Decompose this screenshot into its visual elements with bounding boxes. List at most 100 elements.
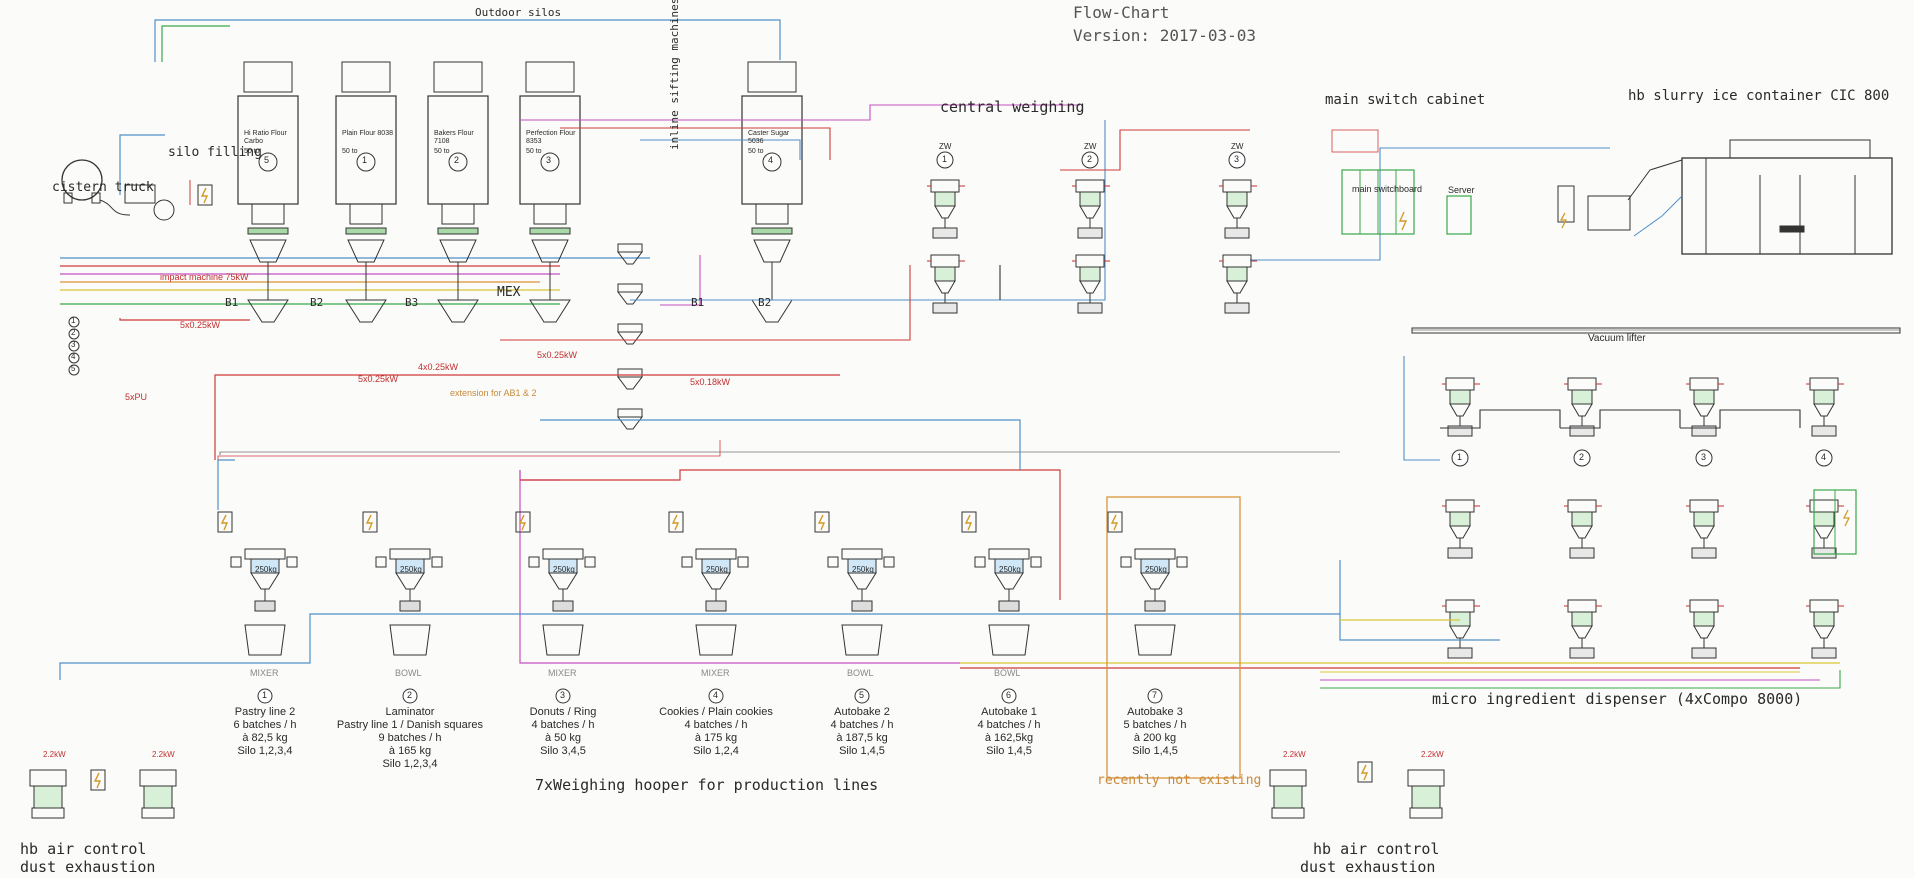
micro-dispenser-unit — [1441, 377, 1481, 659]
production-line-number: 5 — [859, 690, 865, 700]
production-line-number: 1 — [262, 690, 268, 700]
pipeline-number-marker — [68, 328, 80, 340]
pipeline-number: 1 — [71, 316, 76, 325]
micro-dispenser-unit — [1805, 377, 1845, 659]
inline-sifters — [617, 243, 643, 430]
weighing-hopper — [1107, 511, 1188, 704]
hopper-capacity: 250kg — [255, 565, 277, 574]
air-control-right — [1269, 761, 1445, 819]
extension-note: extension for AB1 & 2 — [450, 388, 537, 398]
weighing-hopper — [668, 511, 749, 704]
weighing-hopper — [217, 511, 298, 704]
weighing-hopper — [961, 511, 1042, 704]
central-weighing-label: central weighing — [940, 98, 1085, 116]
chart-title: Flow-Chart — [1073, 3, 1170, 22]
silo-name: Plain Flour 8038 — [342, 130, 393, 137]
pipeline-number: 3 — [71, 340, 76, 349]
cistern-truck — [61, 159, 213, 221]
production-line-number: 3 — [560, 690, 566, 700]
cabinet-right — [1813, 489, 1857, 555]
silo-name: Caster Sugar 5036 — [748, 130, 790, 145]
silo-outlet-b1: B1 — [225, 296, 239, 309]
silo-outlet-b3: B3 — [405, 296, 419, 309]
power-label: 2.2kW — [1283, 750, 1306, 759]
production-line-description: Pastry line 2 6 batches / h à 82,5 kg Si… — [233, 706, 297, 757]
silo — [427, 61, 489, 323]
silo-number: 3 — [546, 155, 552, 165]
hopper-capacity: 250kg — [1145, 565, 1167, 574]
silo — [335, 61, 397, 323]
silo-size: 50 to — [434, 148, 450, 155]
pipeline-number: 4 — [71, 352, 76, 361]
air-control-unit — [1407, 769, 1445, 819]
silo — [519, 61, 581, 323]
micro-dispenser-number: 4 — [1821, 452, 1827, 462]
air-control-unit — [139, 769, 177, 819]
production-line-number: 7 — [1152, 690, 1158, 700]
air-control-unit — [1269, 769, 1307, 819]
production-trunk-pipes — [59, 374, 1840, 680]
central-weighing-unit — [1218, 151, 1258, 314]
production-line-description: Autobake 1 4 batches / h à 162,5kg Silo … — [977, 706, 1041, 757]
main-switchboard-label: main switchboard — [1352, 184, 1423, 194]
weighing-hopper — [515, 511, 596, 704]
vacuum-lifter-bar — [1411, 327, 1901, 334]
air-control-right-title: hb air control — [1313, 840, 1440, 858]
chart-version: Version: 2017-03-03 — [1073, 26, 1257, 45]
silo-outlet-b2: B2 — [310, 296, 324, 309]
silo-number: 1 — [362, 155, 368, 165]
sifter — [617, 283, 643, 305]
weigher-label: ZW — [939, 142, 952, 151]
load-label: 5xPU — [125, 392, 148, 402]
cistern-truck-label: cistern truck — [52, 180, 154, 195]
silo-name: Hi Ratio Flour Carbo — [244, 130, 287, 145]
motor-label-1: 5x0.25kW — [180, 320, 221, 330]
silo-name: Bakers Flour 7108 — [434, 130, 474, 145]
motor-label-2: 5x0.25kW — [358, 374, 399, 384]
central-weighing-units — [926, 151, 1258, 314]
hopper-capacity: 250kg — [553, 565, 575, 574]
production-line-description: Cookies / Plain cookies 4 batches / h à … — [659, 706, 773, 757]
air-control-left-title: hb air control — [20, 840, 147, 858]
slurry-ice-container — [1557, 139, 1893, 255]
weigher-number: 1 — [942, 154, 948, 164]
power-label: 2.2kW — [1421, 750, 1444, 759]
air-control-left-subtitle: dust exhaustion — [20, 858, 156, 876]
production-line-description: Autobake 2 4 batches / h à 187,5 kg Silo… — [830, 706, 894, 757]
weigher-label: ZW — [1084, 142, 1097, 151]
silo-size: 50 to — [526, 148, 542, 155]
production-device: BOWL — [847, 668, 874, 678]
sifter — [617, 408, 643, 430]
recently-not-existing-label: recently not existing — [1097, 773, 1262, 788]
micro-dispenser-units — [1441, 377, 1845, 659]
production-device: MIXER — [701, 668, 730, 678]
slurry-ice-label: hb slurry ice container CIC 800 — [1628, 88, 1890, 104]
production-line-description: Laminator Pastry line 1 / Danish squares… — [336, 706, 484, 770]
pipeline-number-marker — [68, 364, 80, 376]
silo-outlet-b1-b: B1 — [691, 296, 705, 309]
micro-dispenser-number: 3 — [1701, 452, 1707, 462]
impact-machine-label: impact machine 75kW — [160, 272, 249, 282]
weigher-number: 3 — [1234, 154, 1240, 164]
hopper-capacity: 250kg — [400, 565, 422, 574]
sifter — [617, 368, 643, 390]
vacuum-lifter-label: Vacuum lifter — [1588, 333, 1646, 344]
micro-dispenser-unit — [1685, 377, 1725, 659]
central-weighing-pipes — [500, 104, 1610, 341]
production-device: BOWL — [994, 668, 1021, 678]
silo — [237, 61, 299, 323]
motor-label-5: 5x0.18kW — [690, 377, 731, 387]
silo-size: 50 to — [748, 148, 764, 155]
micro-dispenser-label: micro ingredient dispenser (4xCompo 8000… — [1432, 690, 1803, 708]
hopper-capacity: 250kg — [999, 565, 1021, 574]
outdoor-silos-label: Outdoor silos — [475, 6, 562, 19]
mex-label: MEX — [497, 285, 521, 300]
silo-number: 2 — [454, 155, 460, 165]
hopper-capacity: 250kg — [852, 565, 874, 574]
production-line-number: 6 — [1006, 690, 1012, 700]
silo-filling-label: silo filling — [168, 145, 262, 160]
hopper-capacity: 250kg — [706, 565, 728, 574]
production-device: MIXER — [548, 668, 577, 678]
pipeline-number-marker — [68, 352, 80, 364]
